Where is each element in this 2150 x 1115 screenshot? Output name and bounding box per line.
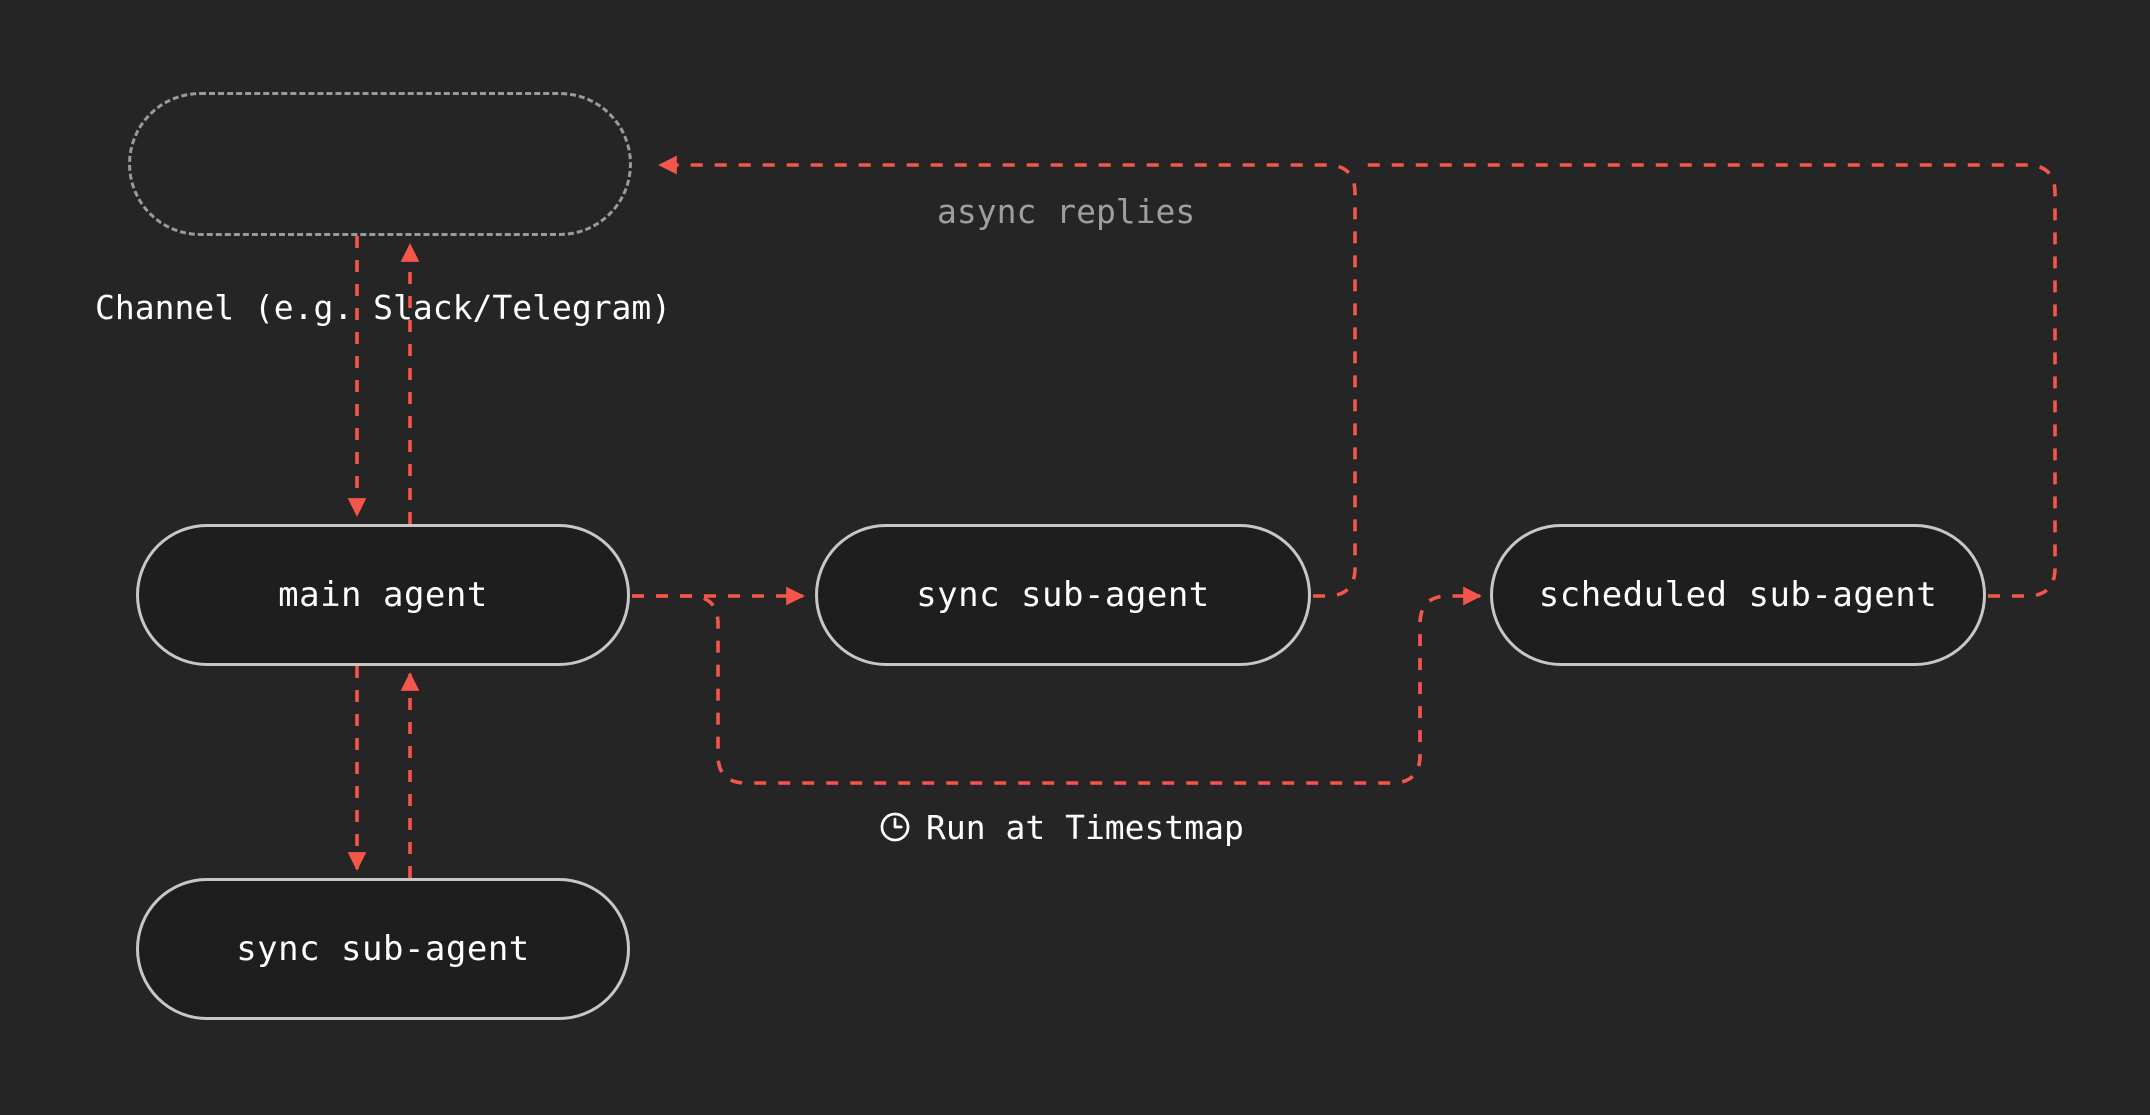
edge-label-run-at-timestamp: Run at Timestmap [878, 810, 1244, 844]
node-main-agent[interactable]: main agent [136, 524, 630, 666]
node-scheduled-sub-agent[interactable]: scheduled sub-agent [1490, 524, 1986, 666]
node-sync-sub-agent-right[interactable]: sync sub-agent [815, 524, 1311, 666]
node-main-agent-label: main agent [278, 575, 488, 615]
edge-label-async-replies: async replies [937, 192, 1196, 231]
run-at-timestamp-text: Run at Timestmap [926, 807, 1244, 847]
node-sync-sub-agent-right-label: sync sub-agent [916, 575, 1210, 615]
clock-icon [878, 810, 912, 844]
node-sync-sub-agent-bottom[interactable]: sync sub-agent [136, 878, 630, 1020]
channel-caption: Channel (e.g. Slack/Telegram) [95, 288, 672, 327]
node-sync-sub-agent-bottom-label: sync sub-agent [236, 929, 530, 969]
node-channel[interactable] [128, 92, 632, 236]
node-scheduled-sub-agent-label: scheduled sub-agent [1538, 575, 1938, 615]
